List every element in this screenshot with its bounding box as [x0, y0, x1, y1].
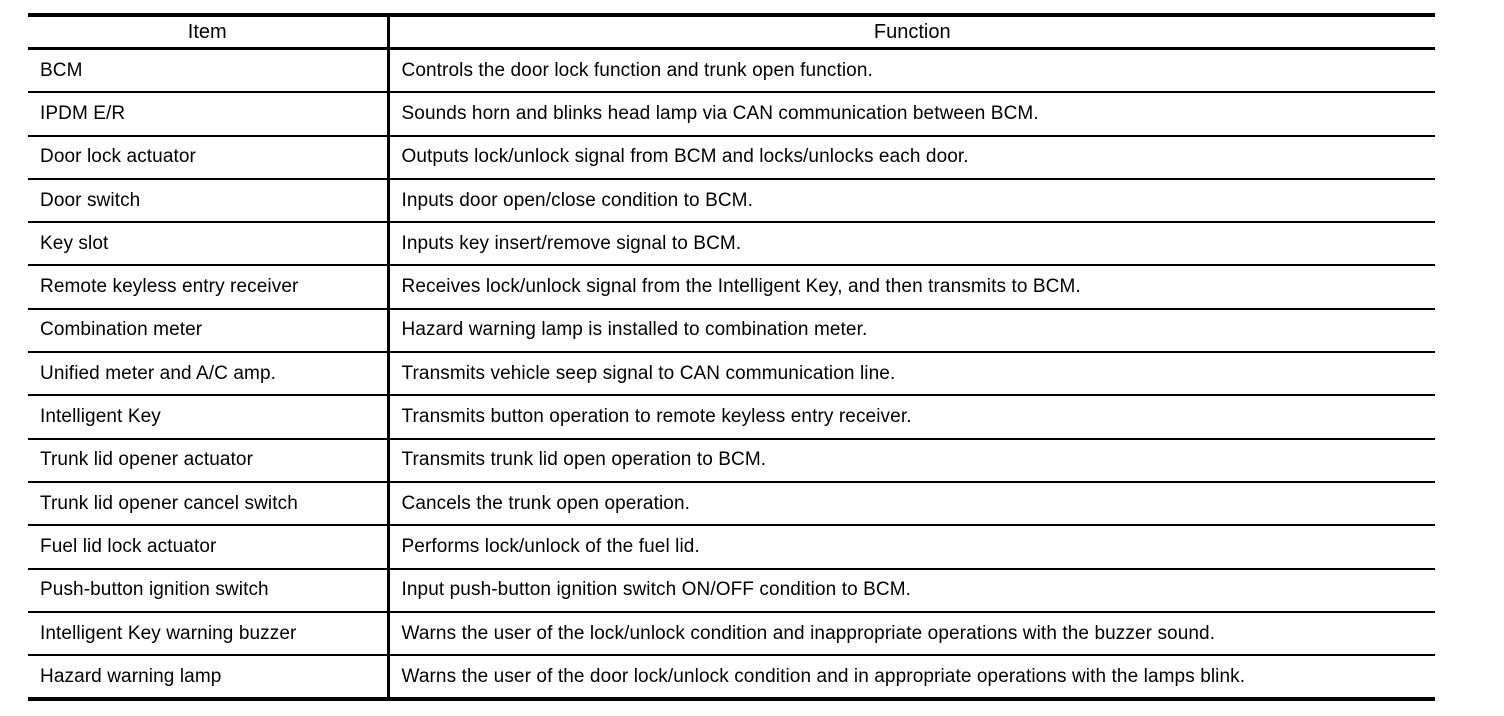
item-cell: Hazard warning lamp [28, 654, 390, 700]
function-cell: Input push-button ignition switch ON/OFF… [388, 567, 1435, 612]
item-cell: Intelligent Key [28, 394, 390, 439]
function-cell: Warns the user of the lock/unlock condit… [388, 610, 1435, 656]
item-cell: Trunk lid opener cancel switch [28, 480, 390, 526]
item-cell: Intelligent Key warning buzzer [28, 610, 390, 656]
item-cell: Combination meter [28, 307, 390, 353]
item-cell: Unified meter and A/C amp. [28, 351, 390, 396]
function-cell: Inputs key insert/remove signal to BCM. [388, 221, 1435, 266]
table-row: Unified meter and A/C amp.Transmits vehi… [28, 351, 1435, 396]
function-cell: Performs lock/unlock of the fuel lid. [388, 524, 1435, 569]
function-cell: Inputs door open/close condition to BCM. [388, 177, 1435, 223]
item-cell: BCM [28, 47, 390, 93]
function-cell: Outputs lock/unlock signal from BCM and … [388, 134, 1435, 179]
item-cell: Door switch [28, 177, 390, 223]
function-cell: Transmits trunk lid open operation to BC… [388, 437, 1435, 482]
function-cell: Warns the user of the door lock/unlock c… [388, 654, 1435, 700]
function-cell: Receives lock/unlock signal from the Int… [388, 264, 1435, 309]
function-cell: Cancels the trunk open operation. [388, 480, 1435, 526]
function-cell: Hazard warning lamp is installed to comb… [388, 307, 1435, 353]
header-row: Item Function [28, 15, 1435, 50]
function-cell: Sounds horn and blinks head lamp via CAN… [388, 91, 1435, 136]
function-cell: Transmits button operation to remote key… [388, 394, 1435, 439]
function-cell: Transmits vehicle seep signal to CAN com… [388, 351, 1435, 396]
function-column-header: Function [388, 15, 1435, 50]
item-cell: IPDM E/R [28, 91, 390, 136]
function-cell: Controls the door lock function and trun… [388, 47, 1435, 93]
item-cell: Key slot [28, 221, 390, 266]
item-cell: Door lock actuator [28, 134, 390, 179]
item-cell: Trunk lid opener actuator [28, 437, 390, 482]
item-cell: Push-button ignition switch [28, 567, 390, 612]
item-cell: Fuel lid lock actuator [28, 524, 390, 569]
item-column-header: Item [28, 15, 390, 50]
item-cell: Remote keyless entry receiver [28, 264, 390, 309]
